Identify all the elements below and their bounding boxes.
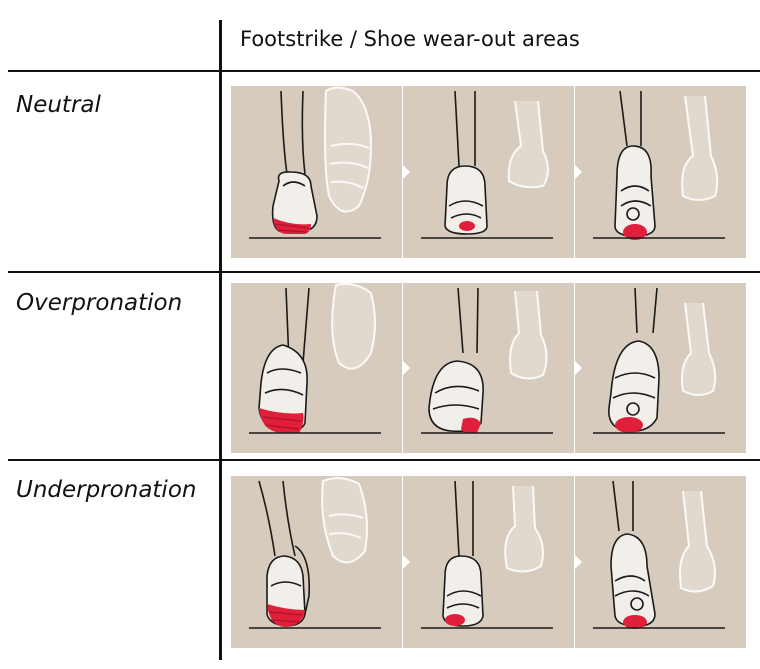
panel-notch <box>403 164 410 180</box>
row-label-overpronation: Overpronation <box>16 290 183 316</box>
row-overpronation <box>231 283 746 453</box>
row-label-underpronation: Underpronation <box>16 477 197 503</box>
row-label-neutral: Neutral <box>16 92 101 118</box>
midstance-illustration <box>421 287 553 434</box>
header-divider <box>8 70 760 72</box>
heel-strike-illustration <box>249 477 381 629</box>
panel-notch <box>575 554 582 570</box>
panel-underpronation-heel-strike <box>231 476 402 648</box>
page-title: Footstrike / Shoe wear-out areas <box>240 27 580 51</box>
row-neutral <box>231 86 746 258</box>
panel-notch <box>403 554 410 570</box>
heel-strike-illustration <box>249 283 381 434</box>
toe-off-illustration <box>593 90 725 240</box>
heel-strike-illustration <box>249 86 381 239</box>
panel-underpronation-toe-off <box>575 476 746 648</box>
panel-overpronation-midstance <box>403 283 574 453</box>
vertical-divider <box>219 20 222 660</box>
midstance-illustration <box>421 90 553 239</box>
toe-off-illustration <box>593 287 725 434</box>
panel-notch <box>403 360 410 376</box>
panel-neutral-midstance <box>403 86 574 258</box>
row-underpronation <box>231 476 746 648</box>
row-divider-2 <box>8 459 760 461</box>
panel-neutral-heel-strike <box>231 86 402 258</box>
panel-overpronation-toe-off <box>575 283 746 453</box>
panel-notch <box>575 360 582 376</box>
panel-underpronation-midstance <box>403 476 574 648</box>
panel-overpronation-heel-strike <box>231 283 402 453</box>
row-divider-1 <box>8 271 760 273</box>
panel-notch <box>575 164 582 180</box>
panel-neutral-toe-off <box>575 86 746 258</box>
toe-off-illustration <box>593 480 725 629</box>
midstance-illustration <box>421 480 553 629</box>
